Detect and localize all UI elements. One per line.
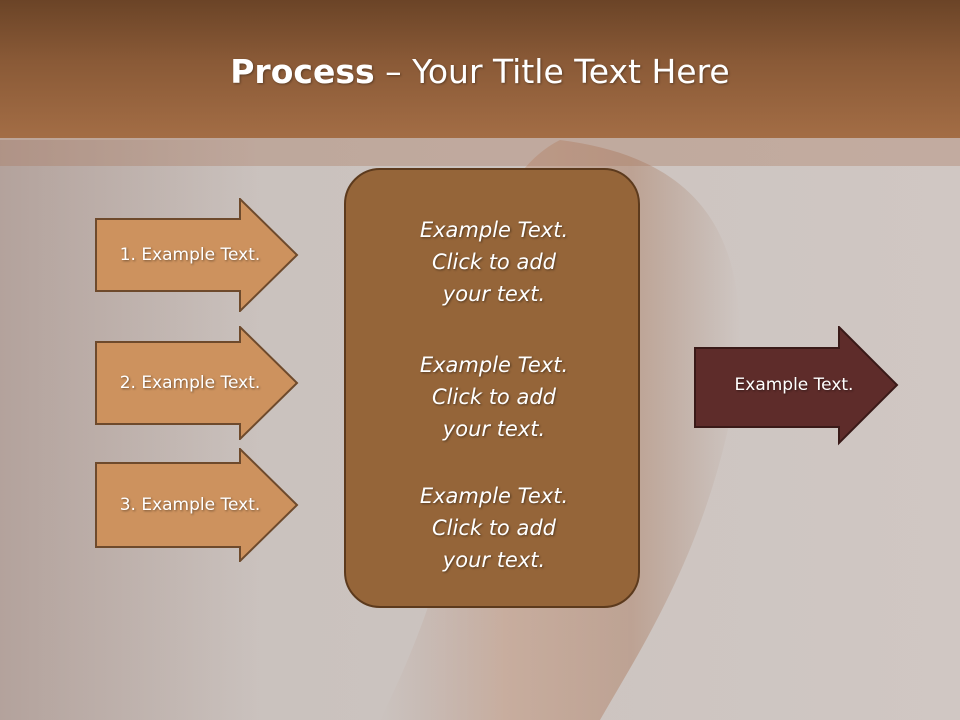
center-item-1-line3: your text. bbox=[442, 282, 546, 306]
title-rest: – Your Title Text Here bbox=[374, 52, 730, 91]
center-item-2: Example Text. Click to add your text. bbox=[346, 349, 642, 445]
center-item-2-line2: Click to add bbox=[431, 385, 556, 409]
left-arrow-2-shape bbox=[95, 326, 299, 440]
right-arrow-label: Example Text. bbox=[734, 375, 854, 395]
title-bold: Process bbox=[230, 52, 375, 91]
title-underline-band bbox=[0, 138, 960, 166]
center-item-3-line3: your text. bbox=[442, 548, 546, 572]
center-content-box[interactable]: Example Text. Click to add your text. Ex… bbox=[344, 168, 640, 608]
right-arrow-shape bbox=[694, 326, 899, 446]
center-item-3: Example Text. Click to add your text. bbox=[346, 480, 642, 576]
center-item-3-line1: Example Text. bbox=[419, 484, 569, 508]
title-bar bbox=[0, 0, 960, 138]
left-arrow-1-shape bbox=[95, 198, 299, 312]
center-item-3-line2: Click to add bbox=[431, 516, 556, 540]
left-arrow-3-label: 3. Example Text. bbox=[119, 495, 261, 515]
center-item-1: Example Text. Click to add your text. bbox=[346, 214, 642, 310]
left-arrow-1[interactable]: 1. Example Text. bbox=[95, 198, 300, 312]
right-arrow[interactable]: Example Text. bbox=[694, 326, 900, 446]
center-item-2-line1: Example Text. bbox=[419, 353, 569, 377]
left-arrow-2-label: 2. Example Text. bbox=[119, 373, 261, 393]
center-item-2-line3: your text. bbox=[442, 417, 546, 441]
slide-title[interactable]: Process – Your Title Text Here bbox=[0, 52, 960, 91]
left-arrow-2[interactable]: 2. Example Text. bbox=[95, 326, 300, 440]
left-arrow-3[interactable]: 3. Example Text. bbox=[95, 448, 300, 562]
center-item-1-line1: Example Text. bbox=[419, 218, 569, 242]
left-arrow-3-shape bbox=[95, 448, 299, 562]
center-item-1-line2: Click to add bbox=[431, 250, 556, 274]
left-arrow-1-label: 1. Example Text. bbox=[119, 245, 261, 265]
